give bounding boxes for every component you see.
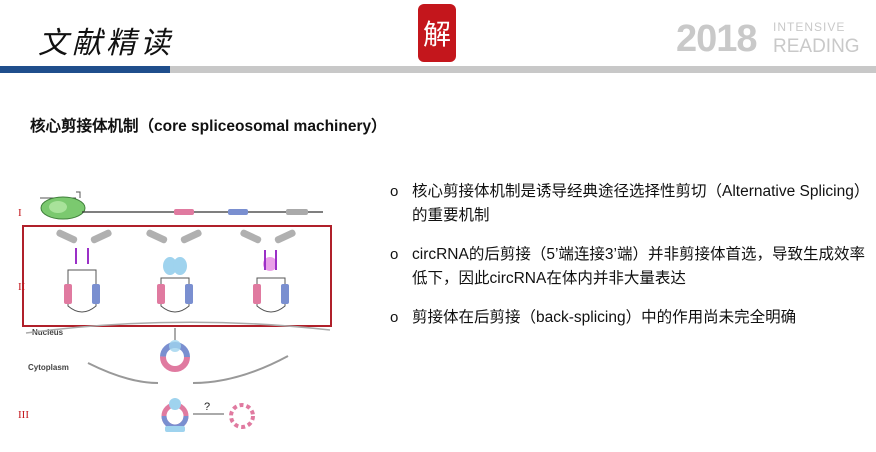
bullet-item: o circRNA的后剪接（5’端连接3’端）并非剪接体首选，导致生成效率低下，因…	[390, 243, 870, 291]
seal-char: 解	[423, 13, 451, 53]
stage-label-2: II	[18, 281, 26, 293]
polymerase-icon	[40, 192, 85, 219]
stage-label-1: I	[18, 207, 22, 219]
exon-gray	[286, 209, 308, 215]
question-mark: ?	[204, 401, 210, 413]
stage-label-3: III	[18, 409, 29, 421]
seal-logo: 解	[418, 4, 456, 62]
bullet-item: o 核心剪接体机制是诱导经典途径选择性剪切（Alternative Splicin…	[390, 180, 870, 228]
brand-line-1: INTENSIVE	[773, 20, 845, 34]
spliceosome-panel-c	[239, 229, 296, 312]
export-arrow-left	[88, 363, 158, 383]
spliceosome-diagram: I II Nucl	[18, 178, 348, 436]
nuclear-membrane	[26, 322, 330, 333]
cytoplasm-label: Cytoplasm	[28, 363, 69, 372]
bullet-list: o 核心剪接体机制是诱导经典途径选择性剪切（Alternative Splicin…	[390, 180, 870, 345]
export-arrow-right	[193, 356, 288, 383]
brand-line-2: READING	[773, 36, 860, 58]
bullet-marker: o	[390, 180, 398, 204]
bullet-item: o 剪接体在后剪接（back-splicing）中的作用尚未完全明确	[390, 306, 870, 330]
spliceosome-panel-a	[55, 229, 112, 312]
bullet-text: 核心剪接体机制是诱导经典途径选择性剪切（Alternative Splicing…	[412, 183, 869, 224]
bullet-marker: o	[390, 243, 398, 267]
header-divider-accent	[0, 66, 170, 73]
spliceosome-panel-b	[145, 229, 202, 312]
bullet-text: 剪接体在后剪接（back-splicing）中的作用尚未完全明确	[412, 309, 796, 326]
header-year: 2018	[676, 18, 757, 61]
bullet-marker: o	[390, 306, 398, 330]
exon-pink	[174, 209, 194, 215]
circrna-ring	[163, 340, 187, 369]
header-divider	[170, 66, 876, 73]
bullet-text: circRNA的后剪接（5’端连接3’端）并非剪接体首选，导致生成效率低下，因此…	[412, 246, 865, 287]
section-title: 核心剪接体机制（core spliceosomal machinery）	[30, 114, 387, 136]
header-title: 文献精读	[38, 18, 174, 62]
exon-blue	[228, 209, 248, 215]
circrna-bound-protein	[164, 398, 186, 432]
degraded-circrna	[231, 405, 253, 427]
